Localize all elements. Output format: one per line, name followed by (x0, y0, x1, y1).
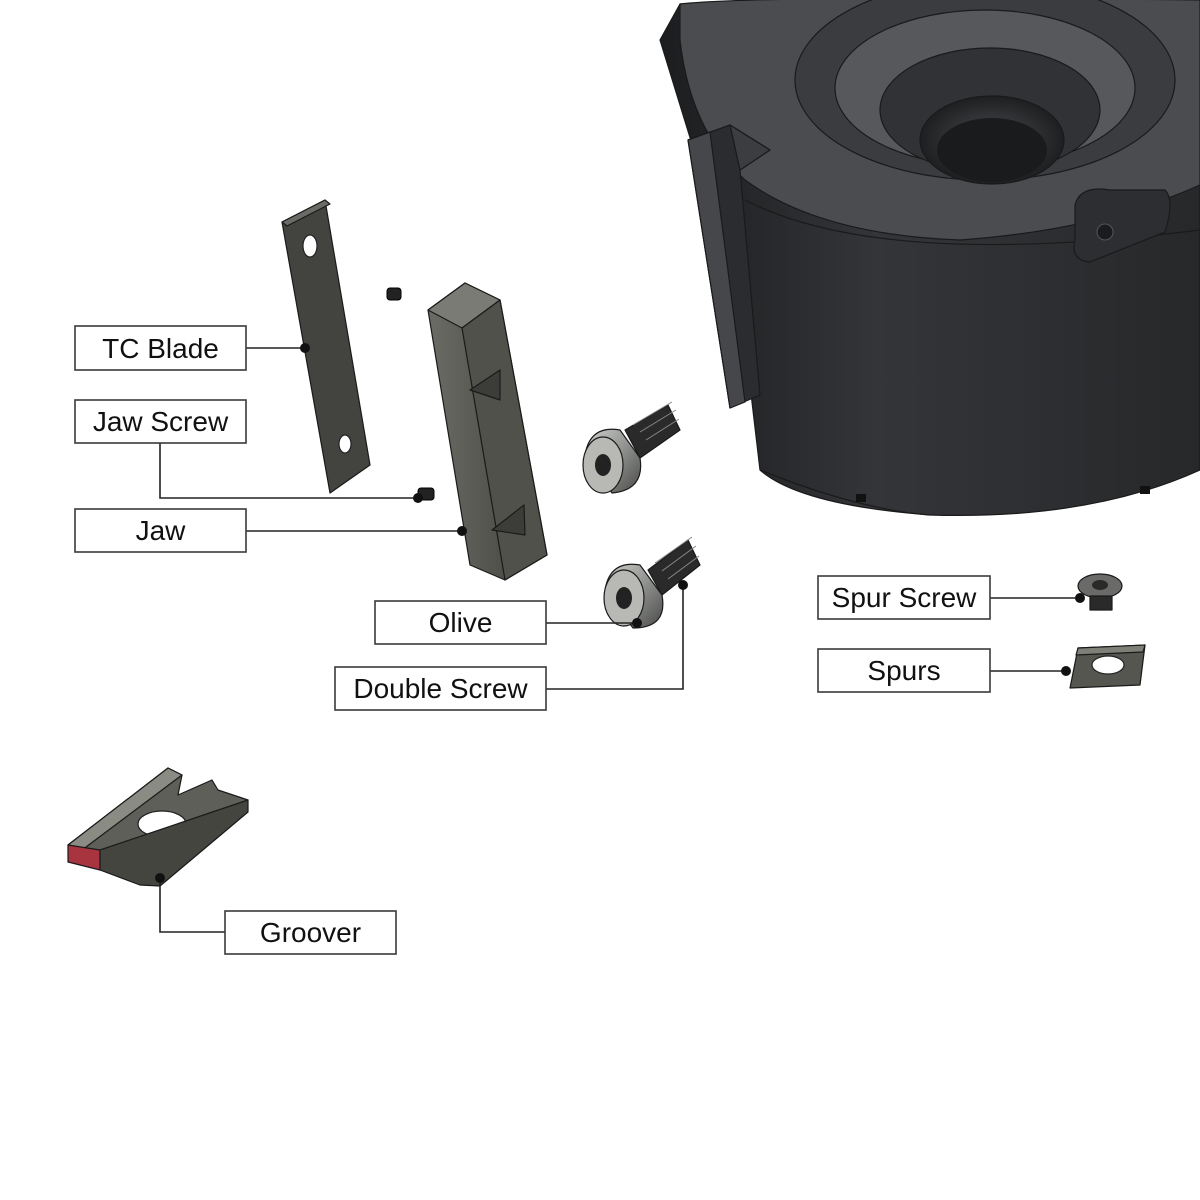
callout-groover: Groover (224, 910, 397, 955)
label-double-screw: Double Screw (353, 673, 528, 704)
marker-spurs (1061, 666, 1071, 676)
label-jaw: Jaw (136, 515, 187, 546)
olive-part (582, 401, 681, 494)
marker-tc-blade (300, 343, 310, 353)
leader-lines (155, 343, 1085, 933)
jaw-part (427, 282, 548, 581)
leader-jaw-screw (159, 443, 418, 499)
leader-groover (159, 878, 225, 933)
callout-spur-screw: Spur Screw (817, 575, 991, 620)
label-olive: Olive (429, 607, 493, 638)
spur-screw-part (1077, 573, 1123, 611)
marker-olive (632, 618, 642, 628)
marker-jaw-screw (413, 493, 423, 503)
leader-double-screw (546, 585, 684, 690)
callout-double-screw: Double Screw (334, 666, 547, 711)
callout-spurs: Spurs (817, 648, 991, 693)
callout-tc-blade: TC Blade (74, 325, 247, 371)
marker-spur-screw (1075, 593, 1085, 603)
label-spurs: Spurs (867, 655, 940, 686)
callout-jaw-screw: Jaw Screw (74, 399, 247, 444)
tc-blade-part (281, 199, 371, 494)
callout-jaw: Jaw (74, 508, 247, 553)
label-spur-screw: Spur Screw (832, 582, 977, 613)
callout-olive: Olive (374, 600, 547, 645)
label-jaw-screw: Jaw Screw (93, 406, 229, 437)
marker-double-screw (678, 580, 688, 590)
groover-part (67, 767, 249, 887)
label-tc-blade: TC Blade (102, 333, 219, 364)
spurs-part (1069, 644, 1146, 689)
jaw-screw-part-top (386, 287, 402, 301)
label-groover: Groover (260, 917, 361, 948)
marker-jaw (457, 526, 467, 536)
marker-groover (155, 873, 165, 883)
cutter-head-body (659, 0, 1200, 517)
double-screw-part (603, 536, 701, 629)
